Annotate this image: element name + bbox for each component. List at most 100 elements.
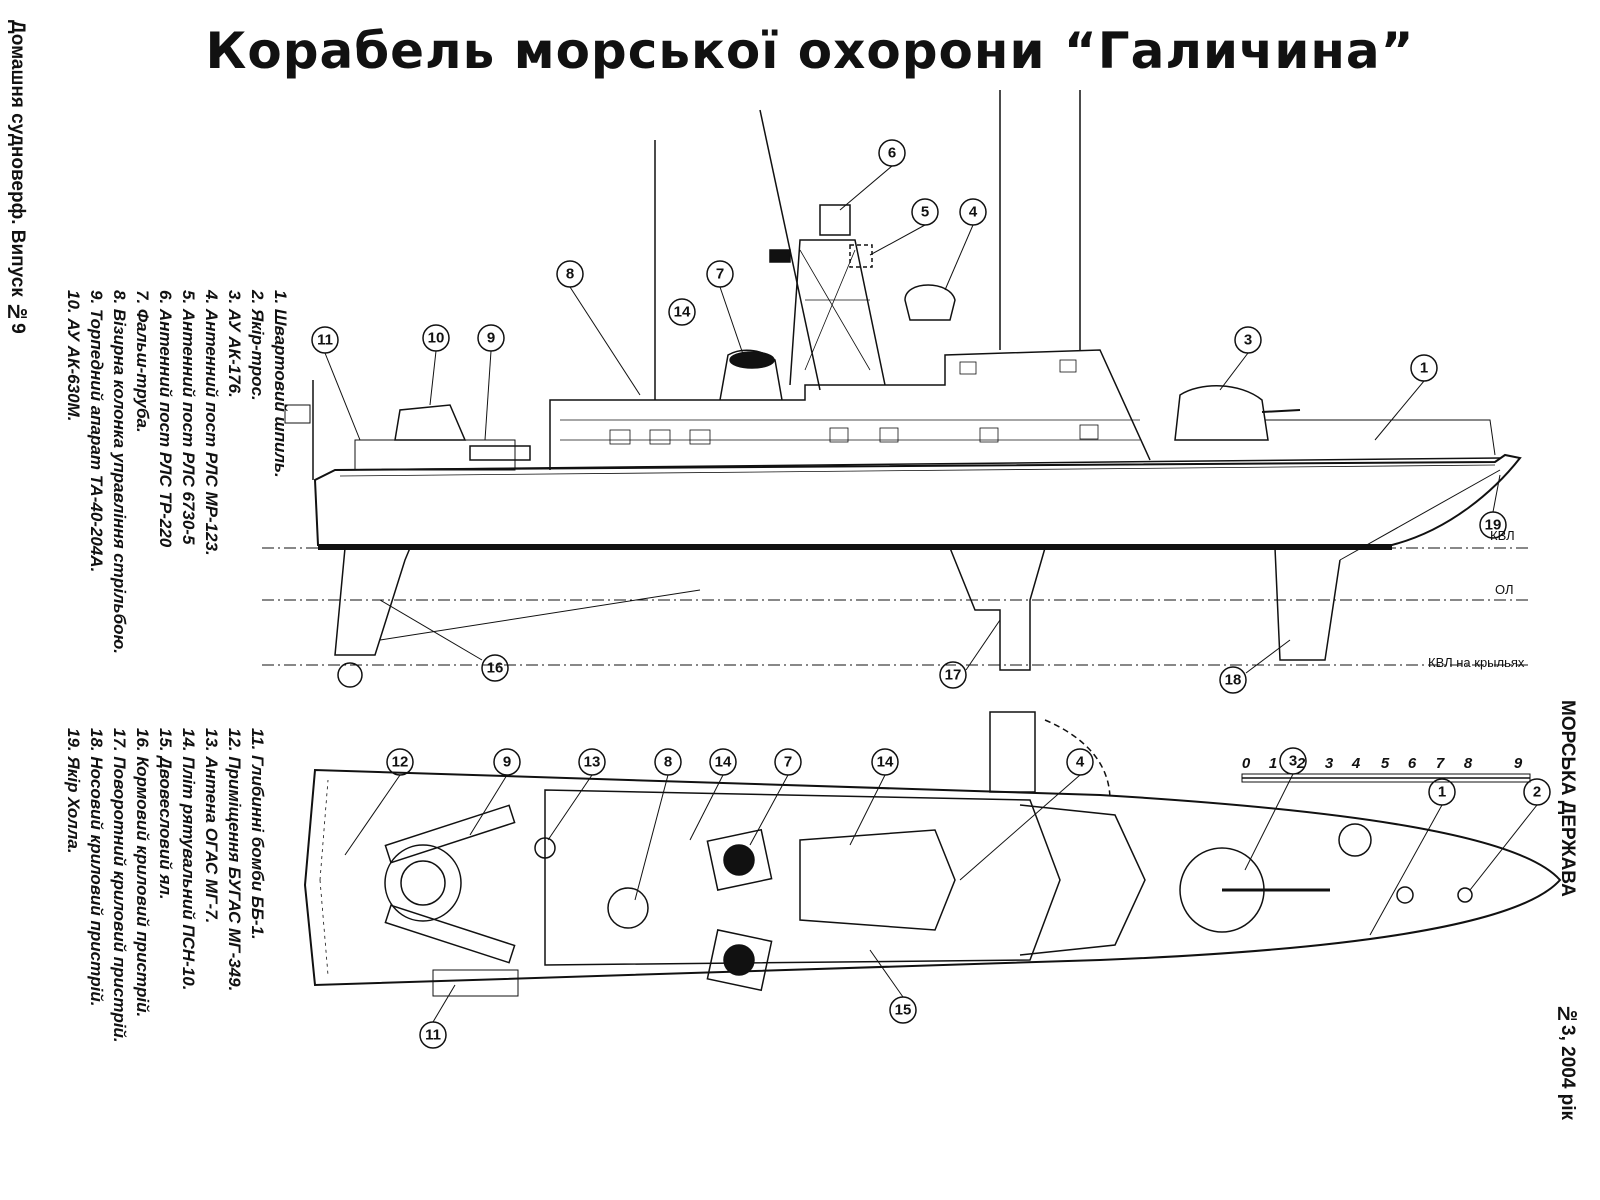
mast-platform [799,829,956,931]
legend-item: 15. Двовесловий ял. [156,728,175,900]
callout-label: 11 [425,1027,441,1044]
callout-label: 13 [584,754,601,771]
funnel-plan [706,929,773,992]
legend-item: 7. Фальш-труба. [133,290,152,433]
window [959,361,977,375]
bow-foil-strut [1274,547,1341,661]
funnel-opening [723,844,755,876]
scale-tick-label: 5 [1381,755,1390,772]
superstructure-plan [544,789,1061,966]
bow-rail [1265,419,1496,456]
hull [313,453,1522,546]
callout-label: 4 [969,204,978,221]
callout-label: 5 [921,204,929,221]
side-profile [262,90,1530,688]
swing-arrow [1044,719,1111,801]
aft-gun-mount [394,404,467,441]
callouts-plan [344,747,1551,1049]
legend-item: 10. АУ АК-630М. [64,290,83,422]
window [1079,424,1099,440]
callout-label: 19 [1485,517,1502,534]
mid-foil-strut [949,547,1046,671]
window [1059,359,1077,373]
scale-tick-label: 7 [1436,755,1445,772]
lattice-mast [789,239,886,386]
anchor-line [1339,469,1501,561]
scale-tick-label: 1 [1269,755,1277,772]
fake-funnel [719,349,783,401]
fwd-gun-mount [1174,385,1269,441]
callout-label: 17 [945,667,962,684]
legend-item: 18. Носовий криловий пристрій. [87,728,106,1007]
callout-label: 9 [503,754,511,771]
aft-deckhouse [354,439,516,471]
ensign [284,404,311,424]
deck-edge-dashes [319,779,329,976]
waterline-label-ol: ОЛ [1495,582,1514,597]
legend-item: 8. Візирна колонка управління стрільбою. [110,290,129,654]
scale-labels: 0 1 2 3 4 5 6 7 8 9 [1242,755,1523,772]
callout-label: 1 [1438,784,1446,801]
legend-item: 6. Антенний пост РЛС ТР-220 [156,290,175,548]
radar-6 [819,204,851,236]
legend-item: 16. Кормовий криловий пристрій. [133,728,152,1018]
funnel-opening [723,944,755,976]
page-title: Корабель морської охорони “Галичина” [205,22,1415,80]
funnel-top [729,351,775,369]
callout-label: 10 [428,330,445,347]
waterline-label-kvl-wings: КВЛ на крыльях [1428,655,1525,670]
scale-tick-label: 0 [1242,755,1251,772]
legend-item: 11. Глибинні бомби ББ-1. [248,728,267,940]
torpedo-tube-plan [384,904,516,964]
propeller [337,662,363,688]
legend-item: 9. Торпедний апарат ТА-40-204А. [87,290,106,573]
magazine-issue: №3, 2004 рік [1557,1003,1578,1120]
callout-label: 16 [487,660,504,677]
publication-credit: Домашня судноверф. Випуск №9 [7,20,28,334]
magazine-name: МОРСЬКА ДЕРЖАВА [1557,700,1578,897]
aft-foil-strut [334,547,411,656]
superstructure-main [549,349,1151,470]
radar-5 [849,244,873,268]
callout-labels-side: 1 3 4 5 6 7 8 9 10 11 14 16 17 18 19 [317,145,1501,689]
legend-item: 3. АУ АК-176. [225,290,244,398]
callout-label: 6 [888,145,896,162]
window [879,427,899,443]
bridge-wings [1019,804,1146,956]
callout-label: 12 [392,754,409,771]
aft-turret-inner [400,860,446,906]
window [689,429,711,445]
callout-label: 1 [1420,360,1428,377]
anchor-plan [1457,887,1473,903]
aft-turret-plan [384,844,462,922]
scale-frame [1241,773,1531,783]
callout-label: 8 [664,754,672,771]
legend-item: 5. Антенний пост РЛС 6730-5 [179,290,198,545]
window [609,429,631,445]
callout-label: 9 [487,330,495,347]
scale-tick-label: 4 [1351,755,1361,772]
radar-4-dome [904,284,956,321]
mast-bracing [799,249,871,371]
magazine-footer: МОРСЬКА ДЕРЖАВА №3, 2004 рік [1556,700,1578,1120]
callout-label: 7 [784,754,792,771]
legend-list-1: 1. Швартовий шпиль. 2. Якір-трос. 3. АУ … [62,290,292,690]
callout-label: 14 [715,754,732,771]
davit-boat [989,711,1036,793]
scale-tick-label: 3 [1325,755,1334,772]
scale-tick-label: 8 [1464,755,1473,772]
scale-tick-label: 2 [1296,755,1306,772]
waterline-label-kvl: КВЛ [1490,528,1515,543]
callout-label: 8 [566,266,574,283]
legend-item: 13. Антена ОГАС МГ-7. [202,728,221,924]
callout-label: 4 [1076,754,1085,771]
waterline-labels: КВЛ ОЛ КВЛ на крыльях [1428,528,1525,670]
legend-item: 17. Поворотний криловий пристрій. [110,728,129,1043]
depth-charges [432,969,519,997]
sonar-plan [534,837,556,859]
callout-label: 11 [317,332,333,349]
funnel-plan [706,828,773,891]
callouts-side [311,139,1507,694]
legend-item: 4. Антенний пост РЛС МР-123. [202,290,221,556]
